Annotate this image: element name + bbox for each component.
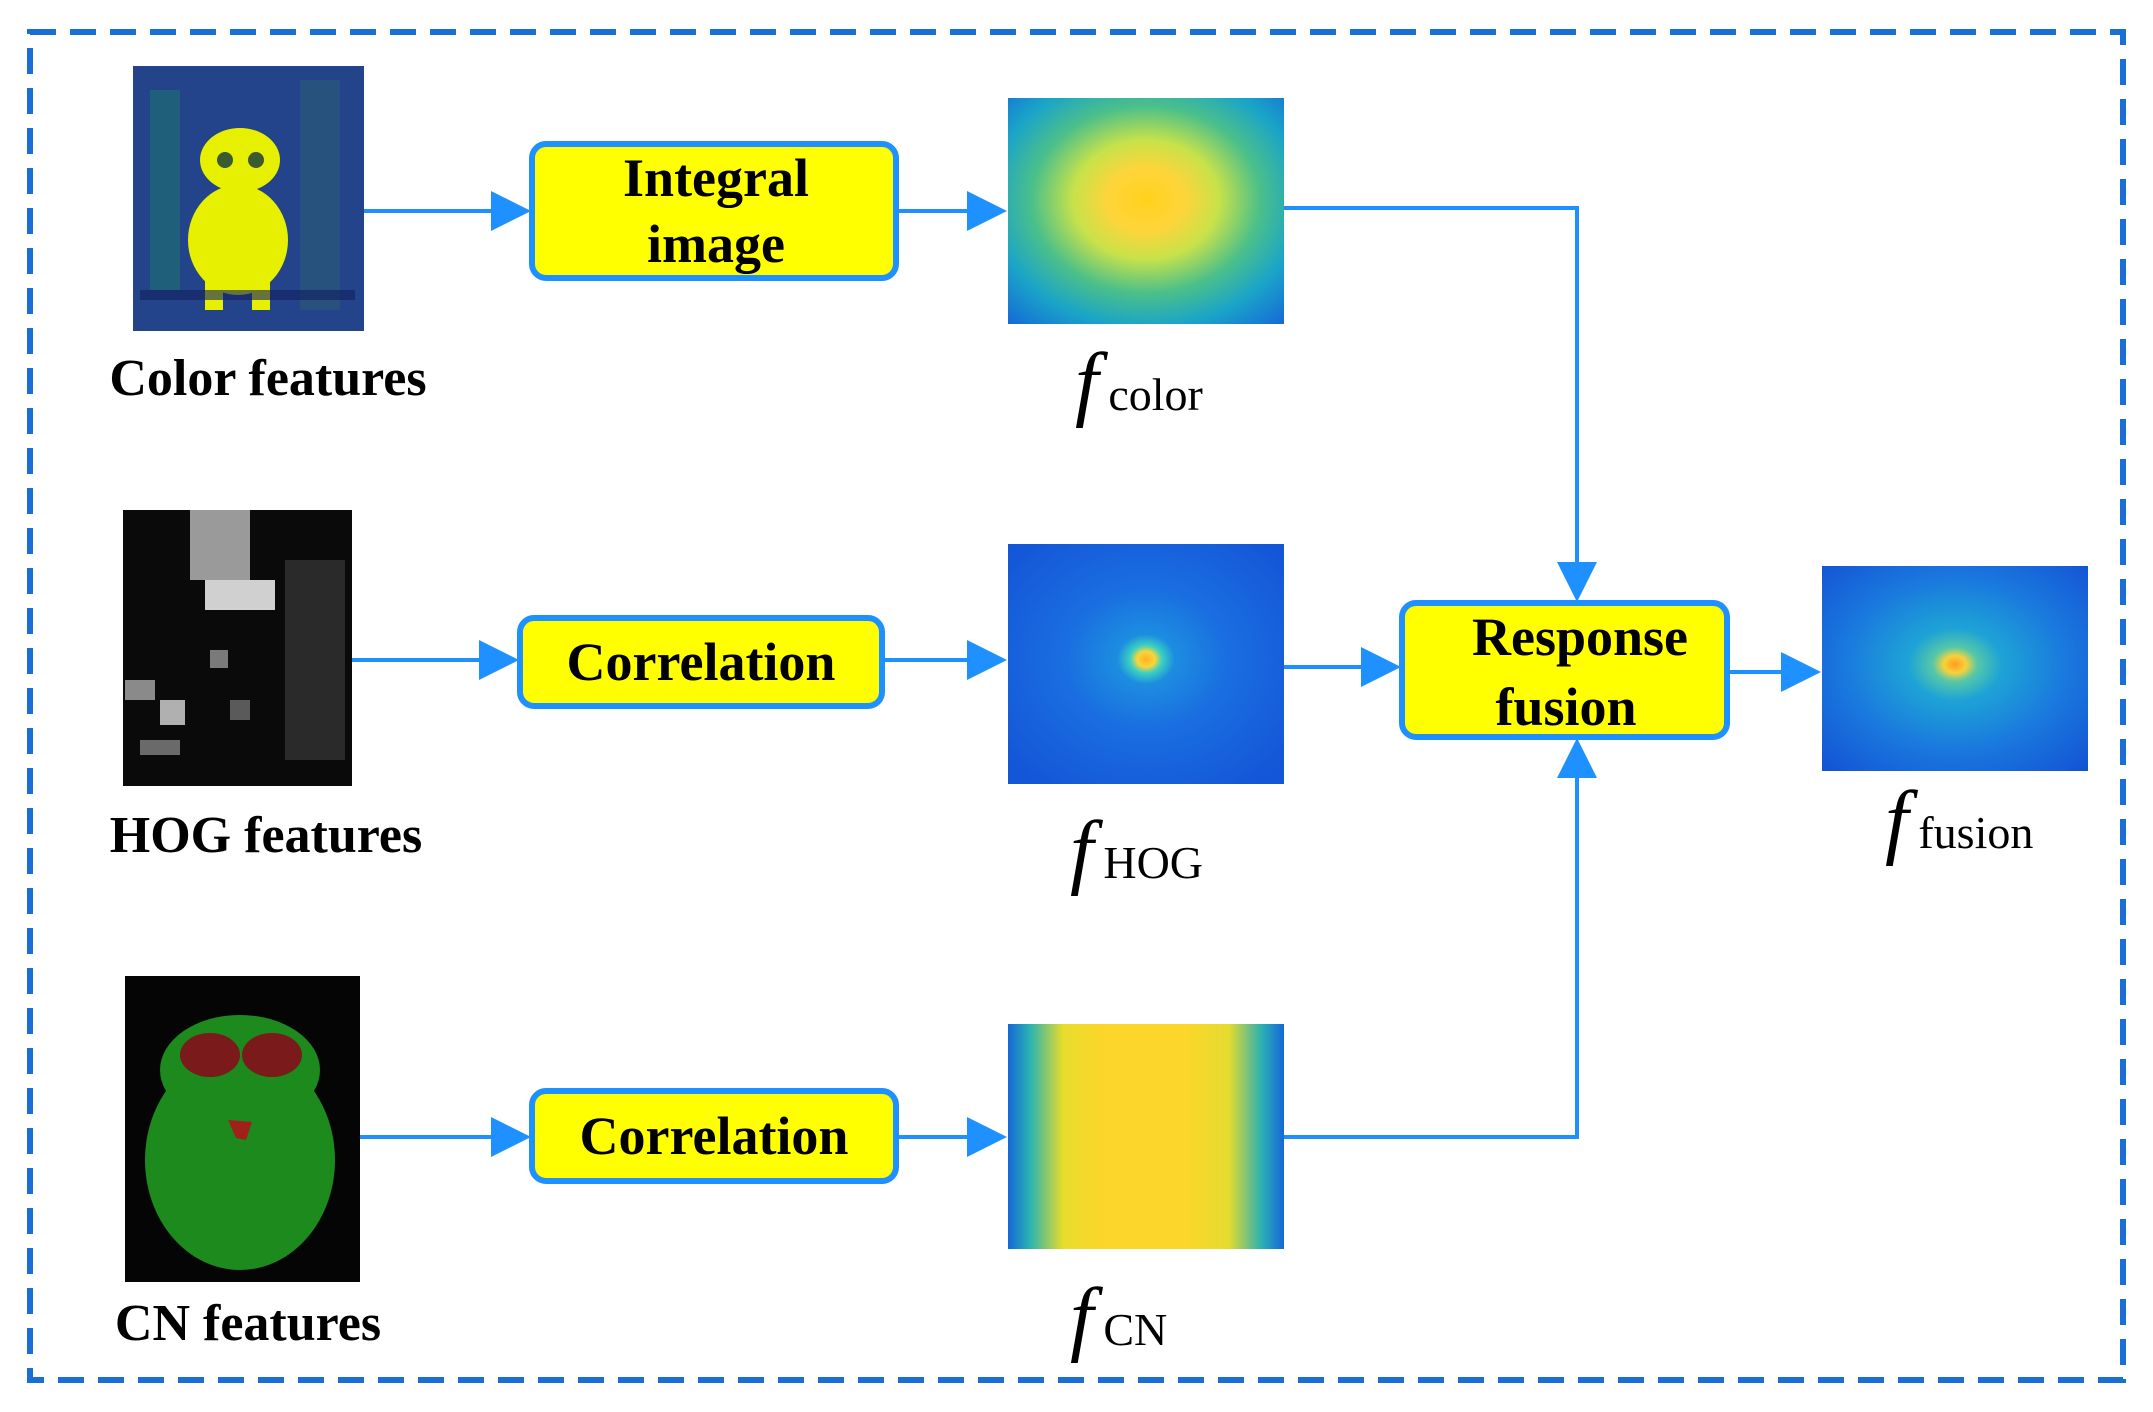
response-fusion-line2: fusion	[1495, 677, 1636, 737]
cn-features-image	[125, 976, 360, 1282]
response-map-fusion	[1822, 566, 2088, 771]
color-features-image	[133, 66, 364, 331]
arrow-fcolor-to-fusion	[1284, 206, 1597, 602]
hog-features-label: HOG features	[110, 807, 422, 864]
f-hog-subscript: HOG	[1103, 837, 1203, 888]
response-map-color	[1008, 98, 1284, 324]
arrow-fcn-to-fusion	[1284, 738, 1597, 1139]
f-fusion-symbol: f	[1885, 774, 1919, 867]
integral-image-line1: Integral	[623, 148, 809, 208]
hog-features-image	[123, 510, 352, 786]
f-color-label: f color	[1075, 336, 1203, 429]
f-hog-label: f HOG	[1070, 804, 1203, 897]
color-features-label: Color features	[109, 350, 426, 407]
correlation-cn-label: Correlation	[580, 1106, 849, 1166]
response-fusion-line1: Response	[1472, 607, 1688, 667]
cn-features-label: CN features	[115, 1295, 381, 1352]
f-cn-subscript: CN	[1103, 1304, 1167, 1355]
f-fusion-subscript: fusion	[1918, 807, 2033, 858]
f-cn-label: f CN	[1070, 1271, 1167, 1364]
f-cn-symbol: f	[1070, 1271, 1104, 1364]
f-color-symbol: f	[1075, 336, 1109, 429]
f-hog-symbol: f	[1070, 804, 1104, 897]
response-map-hog	[1008, 544, 1284, 784]
outer-dashed-frame	[27, 29, 2126, 1383]
integral-image-line2: image	[647, 214, 785, 274]
response-map-cn	[1008, 1024, 1284, 1249]
correlation-hog-label: Correlation	[567, 632, 836, 692]
f-color-subscript: color	[1108, 369, 1203, 420]
f-fusion-label: f fusion	[1885, 774, 2033, 867]
